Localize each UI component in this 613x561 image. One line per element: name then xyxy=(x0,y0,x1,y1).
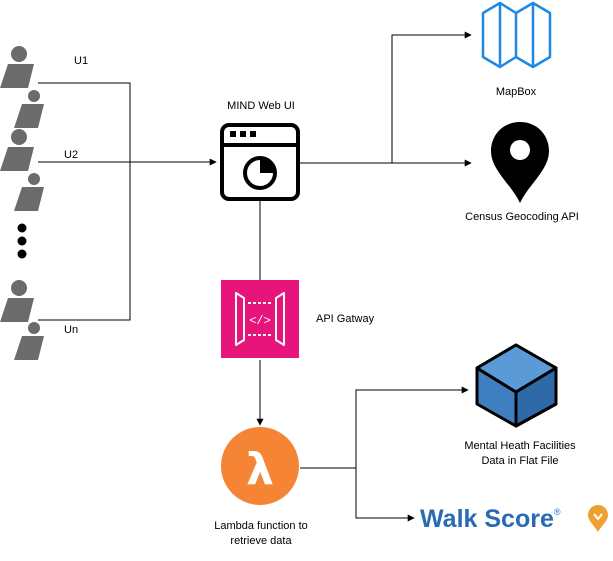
user-icon-n xyxy=(0,280,44,360)
walkscore-registered-mark: ® xyxy=(553,507,561,517)
census-label: Census Geocoding API xyxy=(465,211,579,223)
ellipsis-icon xyxy=(17,223,27,259)
walkscore-pin-icon xyxy=(588,505,608,532)
facilities-label-line1: Mental Heath Facilities xyxy=(464,440,576,452)
api-gateway-label: API Gatway xyxy=(316,313,375,325)
walkscore-logo: Walk Score® xyxy=(420,505,561,534)
location-pin-icon xyxy=(491,122,549,203)
lambda-icon: λ xyxy=(221,427,299,505)
mapbox-icon xyxy=(481,1,552,69)
user-icon-2 xyxy=(0,129,44,211)
web-ui-icon xyxy=(220,123,300,201)
walkscore-text: Walk Score xyxy=(420,505,554,533)
user-label-un: Un xyxy=(64,324,79,336)
lambda-connectors xyxy=(300,386,469,522)
lambda-label-line2: retrieve data xyxy=(230,535,292,547)
user-label-u1: U1 xyxy=(74,55,89,67)
api-gateway-icon: </> xyxy=(221,280,299,358)
user-connectors xyxy=(38,82,217,321)
web-ui-connectors xyxy=(300,31,472,167)
api-gateway-glyph: </> xyxy=(249,314,271,328)
web-ui-label: MIND Web UI xyxy=(227,100,295,112)
user-icon-1 xyxy=(0,46,44,128)
lambda-label-line1: Lambda function to xyxy=(214,520,308,532)
facilities-label-line2: Data in Flat File xyxy=(481,455,559,467)
lambda-glyph: λ xyxy=(246,444,274,495)
mapbox-label: MapBox xyxy=(495,86,537,98)
user-label-u2: U2 xyxy=(64,149,79,161)
data-cube-icon xyxy=(475,343,558,428)
